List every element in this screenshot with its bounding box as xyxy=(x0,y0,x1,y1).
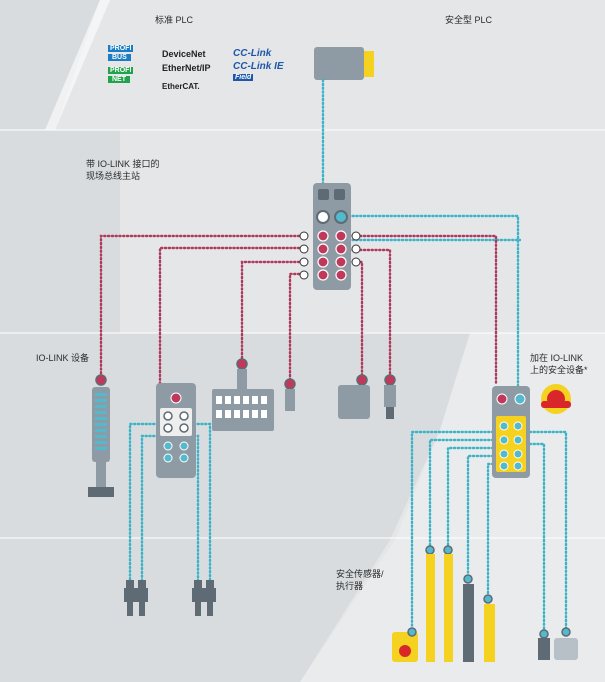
safety-sensors xyxy=(392,545,578,662)
profinet-logo: PROFI xyxy=(108,67,134,74)
safety-plc-icon xyxy=(314,47,374,80)
safety-lines xyxy=(128,78,568,632)
cclink-field-logo: Field xyxy=(233,74,254,81)
safety-plc-label: 安全型 PLC xyxy=(445,15,493,25)
diagonal-edge xyxy=(45,0,110,130)
cclinkie-logo: CC-Link IE xyxy=(233,61,284,72)
fieldbus-master-device xyxy=(299,183,361,290)
ethernetip-logo: EtherNet/IP xyxy=(162,63,211,73)
standard-plc-label: 标准 PLC xyxy=(155,15,194,25)
estop-icon xyxy=(541,384,571,414)
io-link-safety-label: 加在 IO-LINK 上的安全设备* xyxy=(530,353,588,375)
io-link-devices-label: IO-LINK 设备 xyxy=(36,353,90,363)
io-link-hub-device xyxy=(156,383,196,478)
analog-sensor-device xyxy=(284,378,296,411)
profibus-logo-bus: BUS xyxy=(108,54,131,61)
rfid-device xyxy=(338,374,370,419)
fieldbus-master-label: 带 IO-LINK 接口的 现场总线主站 xyxy=(86,159,160,181)
valve-terminal-device xyxy=(212,358,274,431)
tower-light-device xyxy=(88,374,114,497)
profibus-logo: PROFI xyxy=(108,45,134,52)
pressure-sensor-device xyxy=(384,374,396,419)
sensor-connectors xyxy=(124,580,216,616)
devicenet-logo: DeviceNet xyxy=(162,49,206,59)
cclink-logo: CC-Link xyxy=(233,48,272,59)
safety-hub-device xyxy=(492,386,530,478)
ethercat-logo: EtherCAT. xyxy=(162,82,200,91)
profinet-logo-net: NET xyxy=(108,76,130,83)
safety-sensors-label: 安全传感器/ 执行器 xyxy=(336,569,384,591)
